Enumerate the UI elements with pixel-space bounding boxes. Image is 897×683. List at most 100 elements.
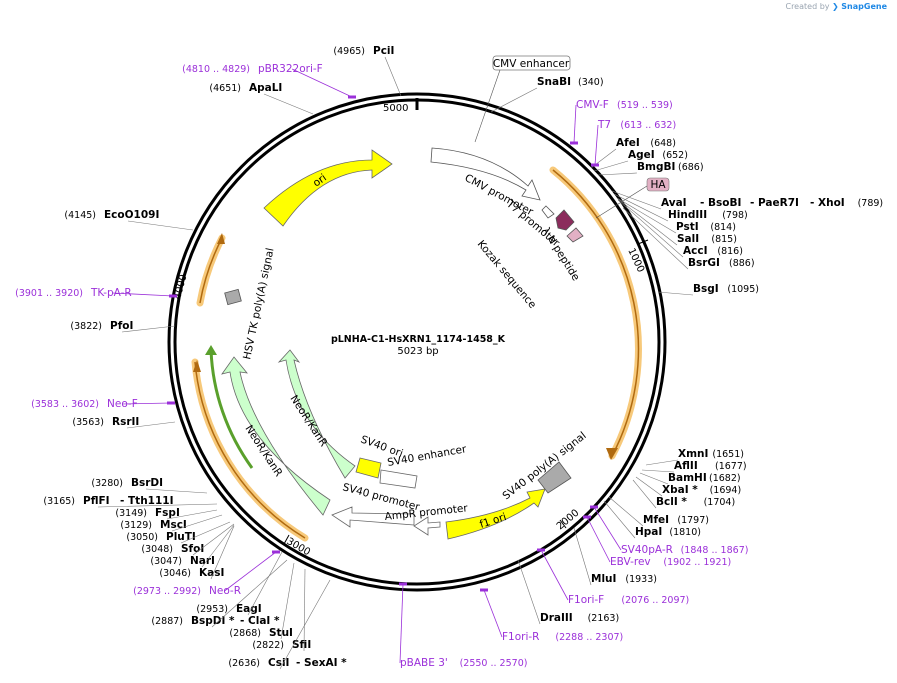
enzyme-name[interactable]: SalI xyxy=(677,233,699,245)
enzyme-site[interactable]: EcoO109I(4145) xyxy=(64,209,194,231)
enzyme-name[interactable]: PciI xyxy=(373,45,394,57)
enzyme-site[interactable]: BsgI(1095) xyxy=(657,283,759,296)
enzyme-site[interactable]: ApaLI(4651) xyxy=(209,82,314,115)
primer-site[interactable]: CMV-F(519 .. 539) xyxy=(570,99,673,145)
enzyme-site[interactable]: - SexAI * xyxy=(296,657,347,669)
enzyme-site[interactable]: CsiI(2636) xyxy=(228,579,331,670)
enzyme-name[interactable]: AgeI xyxy=(628,149,655,161)
enzyme-site[interactable]: - BsoBI xyxy=(700,197,741,209)
enzyme-site[interactable]: MluI(1933) xyxy=(573,527,657,586)
enzyme-name[interactable]: XmnI xyxy=(678,448,708,460)
enzyme-name[interactable]: SnaBI xyxy=(537,76,571,88)
enzyme-site[interactable]: SalI(815) xyxy=(617,198,737,246)
enzyme-name[interactable]: BspDI * xyxy=(191,615,235,627)
enzyme-name[interactable]: NarI xyxy=(190,555,215,567)
enzyme-site[interactable]: AccI(816) xyxy=(617,199,743,258)
enzyme-site[interactable]: KasI(3046) xyxy=(159,525,235,580)
primer-name[interactable]: T7 xyxy=(597,119,611,131)
primer-name[interactable]: CMV-F xyxy=(576,99,609,111)
enzyme-site[interactable]: MscI(3129) xyxy=(120,514,223,532)
enzyme-name[interactable]: BclI * xyxy=(656,496,687,508)
enzyme-name[interactable]: MscI xyxy=(160,519,187,531)
enzyme-site[interactable]: SnaBI(340) xyxy=(490,76,604,113)
enzyme-name[interactable]: PstI xyxy=(676,221,699,233)
enzyme-site[interactable]: BspDI *(2887) xyxy=(151,559,288,628)
enzyme-name[interactable]: BmgBI xyxy=(637,161,675,173)
enzyme-name[interactable]: RsrII xyxy=(112,416,139,428)
enzyme-name[interactable]: SfoI xyxy=(181,543,204,555)
enzyme-site[interactable]: EagI(2953) xyxy=(196,551,283,616)
enzyme-site[interactable]: FspI(3149) xyxy=(115,507,218,520)
enzyme-name[interactable]: - SexAI * xyxy=(296,657,347,669)
enzyme-site[interactable]: HpaI(1810) xyxy=(603,500,701,539)
enzyme-site[interactable]: SfiI(2822) xyxy=(252,568,311,652)
enzyme-site[interactable]: BamHI(1682) xyxy=(639,472,741,485)
enzyme-site[interactable]: DraIII(2163) xyxy=(517,559,619,625)
enzyme-site[interactable]: AgeI(652) xyxy=(593,149,688,172)
enzyme-name[interactable]: AvaI xyxy=(661,197,687,209)
enzyme-name[interactable]: EcoO109I xyxy=(104,209,159,221)
primer-name[interactable]: pBR322ori-F xyxy=(258,63,323,75)
enzyme-name[interactable]: CsiI xyxy=(268,657,289,669)
enzyme-site[interactable]: SfoI(3048) xyxy=(141,523,235,556)
enzyme-name[interactable]: AfeI xyxy=(616,137,640,149)
enzyme-site[interactable]: - PaeR7I xyxy=(750,197,799,209)
enzyme-site[interactable]: BsrDI(3280) xyxy=(91,477,208,494)
enzyme-name[interactable]: AflII xyxy=(674,460,698,472)
enzyme-site[interactable]: MfeI(1797) xyxy=(608,496,709,527)
enzyme-name[interactable]: - ClaI * xyxy=(240,615,280,627)
primer-site[interactable]: SV40pA-R(1848 .. 1867) xyxy=(590,505,748,557)
enzyme-site[interactable]: - XhoI(789) xyxy=(810,197,883,209)
enzyme-name[interactable]: BsrGI xyxy=(688,257,720,269)
enzyme-site[interactable]: - Tth111I xyxy=(120,495,174,507)
enzyme-name[interactable]: - PaeR7I xyxy=(750,197,799,209)
enzyme-site[interactable]: HindIII(798) xyxy=(613,193,748,222)
enzyme-name[interactable]: StuI xyxy=(269,627,293,639)
primer-name[interactable]: F1ori-R xyxy=(502,631,539,643)
enzyme-name[interactable]: ApaLI xyxy=(249,82,282,94)
enzyme-name[interactable]: PfoI xyxy=(110,320,133,332)
enzyme-name[interactable]: FspI xyxy=(155,507,180,519)
enzyme-name[interactable]: BamHI xyxy=(668,472,707,484)
primer-site[interactable]: Neo-F(3583 .. 3602) xyxy=(31,398,175,410)
enzyme-site[interactable]: NarI(3047) xyxy=(150,524,235,568)
primer-site[interactable]: pBABE 3'(2550 .. 2570) xyxy=(399,582,527,670)
enzyme-site[interactable]: BmgBI(686) xyxy=(597,161,704,176)
primer-site[interactable]: EBV-rev(1902 .. 1921) xyxy=(583,515,731,569)
enzyme-site[interactable]: RsrII(3563) xyxy=(72,416,176,429)
primer-site[interactable]: F1ori-R(2288 .. 2307) xyxy=(480,588,623,644)
primer-site[interactable]: F1ori-F(2076 .. 2097) xyxy=(537,548,689,607)
primer-site[interactable]: TK-pA-R(3901 .. 3920) xyxy=(15,287,177,299)
primer-site[interactable]: T7(613 .. 632) xyxy=(591,119,676,167)
enzyme-name[interactable]: PluTI xyxy=(166,531,196,543)
enzyme-site[interactable]: AflII(1677) xyxy=(641,460,747,473)
primer-name[interactable]: F1ori-F xyxy=(568,594,604,606)
primer-name[interactable]: SV40pA-R xyxy=(621,544,673,556)
enzyme-name[interactable]: EagI xyxy=(236,603,262,615)
enzyme-site[interactable]: XbaI *(1694) xyxy=(635,476,741,497)
enzyme-site[interactable]: - ClaI * xyxy=(240,615,280,627)
enzyme-site[interactable]: PstI(814) xyxy=(616,197,736,234)
enzyme-name[interactable]: PflFI xyxy=(83,495,110,507)
primer-name[interactable]: TK-pA-R xyxy=(90,287,132,299)
primer-name[interactable]: Neo-F xyxy=(107,398,138,410)
enzyme-site[interactable]: PflFI(3165) xyxy=(43,495,218,508)
enzyme-name[interactable]: MfeI xyxy=(643,514,669,526)
enzyme-name[interactable]: KasI xyxy=(199,567,224,579)
primer-site[interactable]: Neo-R(2973 .. 2992) xyxy=(133,550,280,598)
enzyme-site[interactable]: BsrGI(886) xyxy=(622,207,755,270)
enzyme-name[interactable]: SfiI xyxy=(292,639,311,651)
enzyme-name[interactable]: AccI xyxy=(683,245,707,257)
enzyme-site[interactable]: BclI *(1704) xyxy=(632,479,735,509)
enzyme-site[interactable]: PciI(4965) xyxy=(333,45,402,97)
enzyme-name[interactable]: - BsoBI xyxy=(700,197,741,209)
enzyme-name[interactable]: - XhoI xyxy=(810,197,845,209)
primer-name[interactable]: EBV-rev xyxy=(610,556,651,568)
enzyme-name[interactable]: XbaI * xyxy=(662,484,698,496)
enzyme-site[interactable]: StuI(2868) xyxy=(229,562,295,640)
enzyme-name[interactable]: HindIII xyxy=(668,209,707,221)
enzyme-site[interactable]: AvaI xyxy=(611,190,687,210)
enzyme-name[interactable]: DraIII xyxy=(540,612,573,624)
enzyme-name[interactable]: - Tth111I xyxy=(120,495,174,507)
enzyme-site[interactable]: XmnI(1651) xyxy=(645,448,744,466)
